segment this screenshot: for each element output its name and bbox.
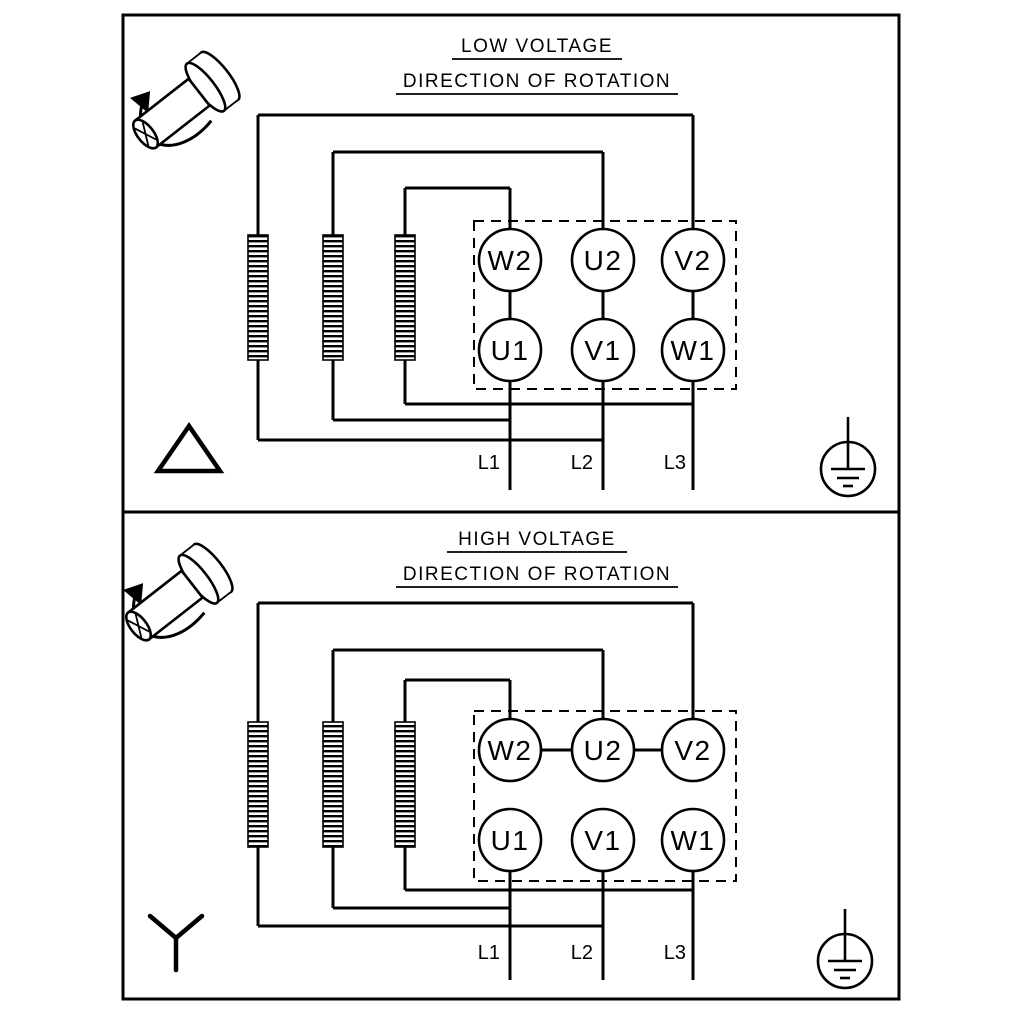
terminal-label-v1: V1 xyxy=(584,335,621,366)
terminal-board-high: W2 U2 V2 U1 V1 W1 xyxy=(477,717,726,873)
terminal-u2 xyxy=(570,227,636,293)
terminal-label-u1: U1 xyxy=(491,335,530,366)
star-symbol-arm xyxy=(173,913,205,941)
terminal-w2 xyxy=(477,717,543,783)
terminal-label-w2: W2 xyxy=(488,735,533,766)
terminal-w1 xyxy=(660,807,726,873)
supply-labels-low: L1 L2 L3 xyxy=(478,452,686,474)
rotation-arrow-head xyxy=(123,583,144,605)
delta-symbol xyxy=(153,422,225,474)
terminal-label-v1: V1 xyxy=(584,825,621,856)
winding-coils xyxy=(247,721,416,848)
star-symbol xyxy=(147,913,205,973)
terminal-w1 xyxy=(660,317,726,383)
supply-labels-high: L1 L2 L3 xyxy=(478,942,686,964)
terminal-label-w1: W1 xyxy=(671,335,716,366)
terminal-v2 xyxy=(660,227,726,293)
panel-subtitle: DIRECTION OF ROTATION xyxy=(403,71,671,92)
ground-circle xyxy=(816,932,874,990)
supply-label-l2: L2 xyxy=(571,452,593,474)
supply-label-l1: L1 xyxy=(478,942,500,964)
terminal-label-v2: V2 xyxy=(674,735,711,766)
shaft-end-cross xyxy=(141,122,150,146)
panel-border xyxy=(121,510,901,1001)
supply-label-l3: L3 xyxy=(664,452,686,474)
terminal-label-u1: U1 xyxy=(491,825,530,856)
winding-coil xyxy=(247,234,269,361)
terminal-u1 xyxy=(477,317,543,383)
terminal-v1 xyxy=(570,807,636,873)
terminal-label-w2: W2 xyxy=(488,245,533,276)
rotation-arrow-head xyxy=(130,91,151,113)
shaft-end-cross xyxy=(134,614,143,638)
terminal-v2 xyxy=(660,717,726,783)
supply-label-l3: L3 xyxy=(664,942,686,964)
terminal-u1 xyxy=(477,807,543,873)
rotation-direction-icon xyxy=(130,50,241,150)
star-symbol-arm xyxy=(147,913,179,941)
supply-label-l2: L2 xyxy=(571,942,593,964)
winding-coil xyxy=(247,721,269,848)
panel-subtitle: DIRECTION OF ROTATION xyxy=(403,564,671,585)
terminal-label-u2: U2 xyxy=(584,245,623,276)
winding-coil xyxy=(394,721,416,848)
panel-high-voltage: HIGH VOLTAGE DIRECTION OF ROTATION xyxy=(121,510,901,1001)
terminal-label-u2: U2 xyxy=(584,735,623,766)
terminal-label-w1: W1 xyxy=(671,825,716,856)
panel-title: HIGH VOLTAGE xyxy=(458,529,616,550)
winding-coil xyxy=(322,234,344,361)
terminal-board-outline xyxy=(473,220,737,390)
winding-coils xyxy=(247,234,416,361)
terminal-label-v2: V2 xyxy=(674,245,711,276)
terminal-board-low: W2 U2 V2 U1 V1 W1 xyxy=(477,227,726,383)
terminal-board-outline xyxy=(473,710,737,882)
earth-ground-icon xyxy=(819,417,877,498)
terminal-w2 xyxy=(477,227,543,293)
winding-coil xyxy=(394,234,416,361)
earth-ground-icon xyxy=(816,909,874,990)
terminal-v1 xyxy=(570,317,636,383)
winding-coil xyxy=(322,721,344,848)
rotation-direction-icon xyxy=(123,542,234,642)
ground-circle xyxy=(819,440,877,498)
terminal-u2 xyxy=(570,717,636,783)
panel-title: LOW VOLTAGE xyxy=(461,36,613,57)
panel-low-voltage: LOW VOLTAGE DIRECTION OF ROTATION xyxy=(121,13,901,514)
supply-label-l1: L1 xyxy=(478,452,500,474)
